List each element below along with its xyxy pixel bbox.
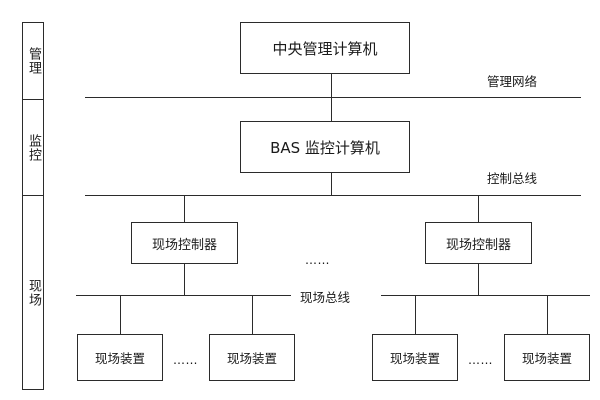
layer-cell-management: 管理 [23, 23, 43, 100]
bus-line-field-bus-right [381, 295, 590, 296]
node-field-device-4[interactable]: 现场装置 [504, 334, 590, 381]
ellipsis-devices-right: …… [468, 353, 493, 367]
layer-label-field: 现场 [26, 278, 42, 307]
bus-label-field-bus: 现场总线 [295, 287, 356, 306]
node-bas-supervision-computer-label: BAS 监控计算机 [270, 138, 380, 157]
connector-control-bus-to-controller-right [478, 195, 479, 222]
connector-field-bus-to-device-1 [120, 295, 121, 334]
node-central-management-computer[interactable]: 中央管理计算机 [240, 22, 410, 74]
node-bas-supervision-computer[interactable]: BAS 监控计算机 [240, 121, 410, 173]
node-field-controller-left[interactable]: 现场控制器 [131, 222, 238, 264]
ellipsis-devices-left: …… [173, 353, 198, 367]
node-field-device-1[interactable]: 现场装置 [77, 334, 163, 381]
node-field-device-2[interactable]: 现场装置 [209, 334, 295, 381]
node-field-device-4-label: 现场装置 [521, 351, 572, 366]
layer-column: 管理 监控 现场 [22, 22, 44, 390]
connector-controller-right-to-field-bus [478, 264, 479, 295]
node-field-controller-left-label: 现场控制器 [151, 237, 217, 253]
connector-controller-left-to-field-bus [184, 264, 185, 295]
ellipsis-between-controllers: …… [305, 253, 330, 267]
node-field-device-1-label: 现场装置 [94, 351, 145, 366]
connector-bas-to-control-bus [331, 173, 332, 195]
connector-field-bus-to-device-4 [547, 295, 548, 334]
bus-label-control-bus: 控制总线 [487, 171, 538, 186]
connector-control-bus-to-controller-left [184, 195, 185, 222]
layer-label-management: 管理 [26, 47, 42, 75]
bus-line-management-network [85, 97, 581, 98]
connector-management-network-to-bas [331, 97, 332, 121]
layer-cell-supervision: 监控 [23, 100, 43, 196]
node-field-controller-right-label: 现场控制器 [445, 237, 511, 253]
layer-label-supervision: 监控 [26, 133, 42, 162]
connector-field-bus-to-device-3 [415, 295, 416, 334]
connector-central-to-management-network [331, 74, 332, 97]
layer-cell-field: 现场 [23, 196, 43, 389]
node-central-management-computer-label: 中央管理计算机 [272, 39, 378, 58]
node-field-device-3[interactable]: 现场装置 [372, 334, 458, 381]
node-field-device-2-label: 现场装置 [226, 351, 277, 366]
bus-line-field-bus-left [76, 295, 291, 296]
node-field-controller-right[interactable]: 现场控制器 [425, 222, 532, 264]
bus-label-management-network: 管理网络 [487, 74, 538, 89]
bus-line-control-bus [85, 195, 581, 196]
node-field-device-3-label: 现场装置 [389, 351, 440, 366]
connector-field-bus-to-device-2 [252, 295, 253, 334]
